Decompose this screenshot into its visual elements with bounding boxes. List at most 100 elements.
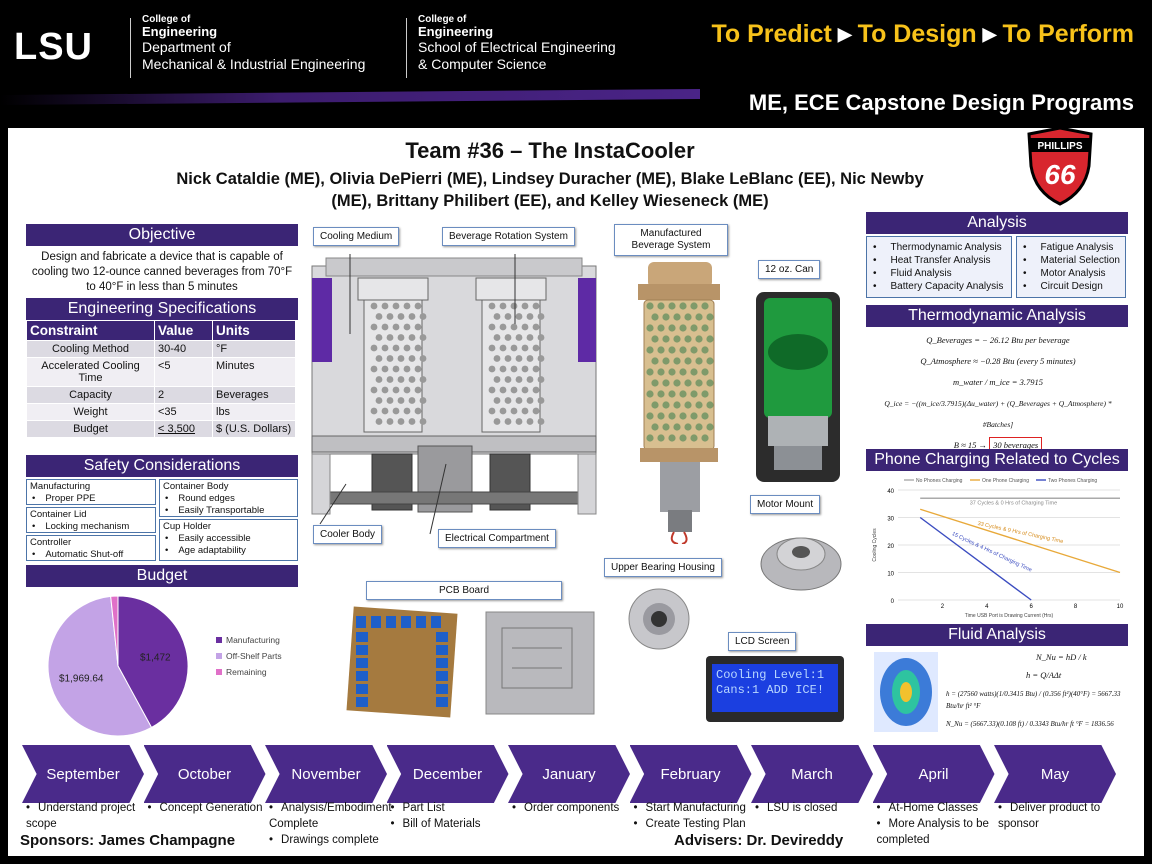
- objective-heading: Objective: [26, 224, 298, 246]
- phone-heading: Phone Charging Related to Cycles: [866, 449, 1128, 471]
- hole: [668, 324, 676, 332]
- hole: [392, 344, 400, 352]
- label-manufactured: Manufactured Beverage System: [614, 224, 728, 256]
- hole: [646, 412, 654, 420]
- list-item: Round edges: [163, 493, 294, 505]
- analysis-heading: Analysis: [866, 212, 1128, 234]
- legend-swatch: [216, 653, 222, 659]
- budget-heading: Budget: [26, 565, 298, 587]
- timeline-month-november: November: [265, 745, 387, 803]
- hole: [526, 418, 534, 425]
- play-icon: ▶: [982, 24, 997, 44]
- hole: [526, 376, 534, 383]
- equation: N_Nu = hD / k: [1036, 652, 1087, 662]
- header-bar: LSU College of Engineering Department of…: [0, 0, 1152, 128]
- cell: Capacity: [26, 386, 155, 404]
- hole: [706, 357, 714, 365]
- legend-swatch: [216, 637, 222, 643]
- pie-data-label: $1,969.64: [59, 673, 104, 684]
- hole: [488, 386, 496, 394]
- hole: [706, 379, 714, 387]
- list-item: Create Testing Plan: [634, 816, 752, 832]
- hole: [657, 412, 665, 420]
- fluid-simulation-image: [874, 652, 938, 732]
- college-name: Engineering: [418, 24, 494, 39]
- column-header: Units: [212, 320, 296, 341]
- list-item: Thermodynamic Analysis: [871, 241, 1007, 254]
- hole: [397, 334, 405, 341]
- hole: [375, 313, 383, 320]
- tagline-design: To Design: [857, 20, 977, 48]
- hole: [504, 397, 512, 404]
- hole: [510, 344, 518, 352]
- label-cooler-body: Cooler Body: [313, 525, 383, 544]
- hole: [657, 434, 665, 442]
- lsu-logo: LSU: [14, 26, 93, 68]
- x-tick-label: 2: [941, 604, 945, 610]
- hole: [651, 357, 659, 365]
- hole: [488, 365, 496, 373]
- hole: [515, 355, 523, 362]
- hole: [537, 376, 545, 383]
- terminal-block: [356, 658, 368, 668]
- dept-line: Department of: [142, 39, 231, 55]
- equation: m_water / m_ice = 3.7915: [952, 377, 1044, 387]
- hole: [493, 334, 501, 341]
- list-item: Order components: [512, 800, 630, 816]
- hole: [510, 365, 518, 373]
- thermo-equations: Q_Beverages = − 26.12 Btu per beverage Q…: [870, 330, 1126, 456]
- hole: [646, 368, 654, 376]
- hole: [386, 355, 394, 362]
- x-tick-label: 4: [985, 604, 989, 610]
- lcd-line: Cans:1 ADD ICE!: [716, 683, 825, 697]
- hole: [706, 335, 714, 343]
- hole: [684, 335, 692, 343]
- legend-label: One Phone Charging: [982, 478, 1029, 484]
- hole: [386, 313, 394, 320]
- timeline-tasks: Understand project scope: [26, 800, 144, 832]
- hole: [673, 313, 681, 321]
- series-line: [919, 508, 1121, 574]
- hole: [488, 407, 496, 415]
- hole: [668, 434, 676, 442]
- legend-label: Manufacturing: [226, 635, 280, 645]
- hole: [504, 418, 512, 425]
- hole: [684, 379, 692, 387]
- label-electrical: Electrical Compartment: [438, 529, 556, 548]
- hole: [488, 344, 496, 352]
- month-label: November: [291, 765, 361, 783]
- legend-swatch: [216, 669, 222, 675]
- page-title: Team #36 – The InstaCooler: [405, 138, 695, 163]
- equation: h = (27560 watts)(1/0.3415 Btu) / (0.356…: [946, 690, 1121, 710]
- x-tick-label: 10: [1117, 604, 1124, 610]
- hole: [392, 323, 400, 331]
- tagline: To Predict▶To Design▶To Perform: [711, 20, 1134, 49]
- hole: [668, 346, 676, 354]
- safety-title: Container Lid: [30, 509, 87, 520]
- play-icon: ▶: [837, 24, 852, 44]
- hole: [662, 335, 670, 343]
- safety-body: Container Body Round edgesEasily Transpo…: [159, 479, 298, 517]
- hole: [651, 401, 659, 409]
- hole: [532, 386, 540, 394]
- hole: [651, 313, 659, 321]
- hole: [510, 323, 518, 331]
- hole: [690, 412, 698, 420]
- safety-manufacturing: Manufacturing Proper PPE: [26, 479, 156, 505]
- hole: [370, 302, 378, 310]
- hole: [408, 313, 416, 320]
- college-ece: College of Engineering School of Electri…: [418, 14, 616, 73]
- hole: [408, 376, 416, 383]
- hole: [403, 323, 411, 331]
- phillips66-logo: PHILLIPS 66: [1027, 126, 1093, 206]
- beverage-system-photo: [638, 262, 720, 544]
- specs-heading: Engineering Specifications: [26, 298, 298, 320]
- hole: [397, 397, 405, 404]
- hole: [381, 386, 389, 394]
- tagline-predict: To Predict: [711, 20, 832, 48]
- hole: [397, 376, 405, 383]
- hole: [646, 434, 654, 442]
- legend-label: Two Phones Charging: [1048, 478, 1097, 484]
